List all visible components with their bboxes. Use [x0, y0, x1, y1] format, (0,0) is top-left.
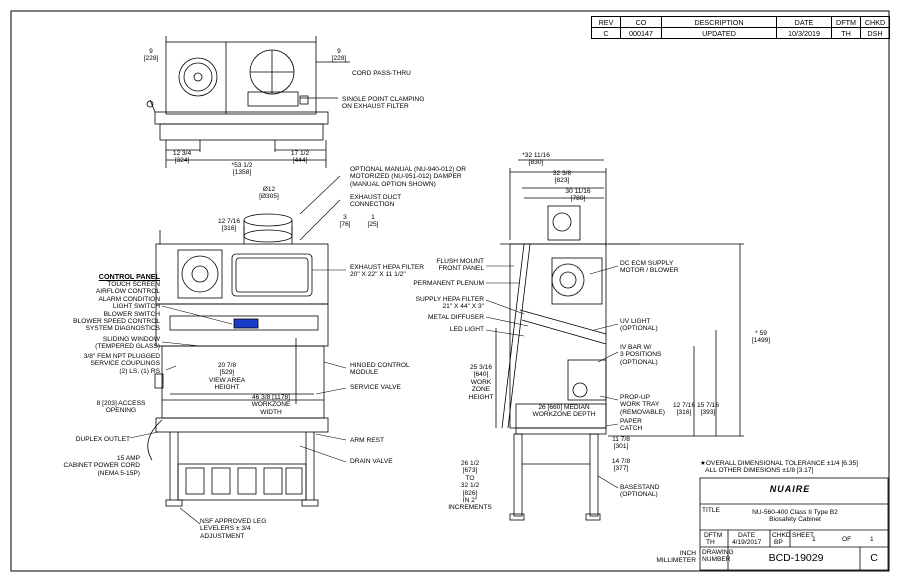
callout-cord-pass-thru: CORD PASS-THRU: [352, 70, 411, 77]
callout-duplex-outlet: DUPLEX OUTLET: [75, 436, 130, 443]
front-view: [147, 213, 329, 507]
rev-header-cell: DATE: [776, 16, 832, 28]
leader-lines: [129, 175, 619, 525]
drawing-number-label: DRAWING NUMBER: [702, 549, 734, 564]
drawing-number: BCD-19029: [768, 552, 824, 564]
top-dim-overall: *53 1/2 [1358]: [231, 162, 253, 177]
side-dim-workzone-height: 25 3/16 [640] WORK ZONE HEIGHT: [468, 364, 494, 401]
callout-leg-levelers: NSF APPROVED LEG LEVELERS ± 3/4 ADJUSTME…: [200, 518, 267, 540]
side-dim-c: 11 7/8 [301]: [612, 436, 630, 451]
title-block-lines: [699, 477, 889, 571]
callout-hinged-module: HINGED CONTROL MODULE: [350, 362, 410, 377]
rev-header-cell: DESCRIPTION: [661, 16, 777, 28]
callout-damper: OPTIONAL MANUAL (NU-940-012) OR MOTORIZE…: [350, 166, 467, 188]
rev-cell: 10/3/2019: [776, 27, 832, 39]
rev-header-cell: CHKD: [860, 16, 890, 28]
callout-service-couplings: 3/8" FEM NPT PLUGGED SERVICE COUPLINGS (…: [83, 353, 160, 375]
callout-power-cord: 15 AMP CABINET POWER CORD (NEMA 5-15P): [63, 455, 140, 477]
revision-table-row: C 000147 UPDATED 10/3/2019 TH DSH: [591, 27, 890, 39]
side-dim-depth-b: 32 3/8 [823]: [552, 170, 572, 185]
front-dim-diameter: Ø12 [Ø305]: [259, 186, 279, 201]
side-dim-a: 12 7/16 [316]: [673, 402, 695, 417]
revision-table-header: REV CO DESCRIPTION DATE DFTM CHKD: [591, 16, 890, 28]
callout-plenum: PERMANENT PLENUM: [413, 280, 484, 287]
front-dim-3: 3 [76]: [339, 214, 351, 229]
front-dim-1: 1 [25]: [367, 214, 379, 229]
side-dim-overall-height: * 59 [1499]: [751, 330, 771, 345]
dftm-label: DFTM: [704, 532, 723, 539]
callout-blower: DC ECM SUPPLY MOTOR / BLOWER: [620, 260, 679, 275]
callout-basestand: BASESTAND (OPTIONAL): [620, 484, 660, 499]
control-panel-title: CONTROL PANEL: [98, 272, 160, 281]
callout-arm-rest: ARM REST: [350, 437, 385, 444]
front-dim-view-area: 20 7/8 [529] VIEW AREA HEIGHT: [208, 362, 246, 392]
side-dim-b: 15 7/16 [393]: [697, 402, 719, 417]
front-dim-duct-height: 12 7/16 [316]: [218, 218, 240, 233]
of-label: OF: [842, 536, 852, 543]
side-dim-depth-c: 30 11/16 [780]: [565, 188, 591, 203]
chkd-value: BP: [774, 539, 783, 546]
side-view: [495, 159, 744, 521]
rev-cell: TH: [831, 27, 861, 39]
callout-sliding-window: SLIDING WINDOW (TEMPERED GLASS): [95, 336, 160, 351]
title-label: TITLE: [702, 507, 720, 514]
side-dim-overall-depth: *32 11/16 [830]: [522, 152, 550, 167]
front-dim-workzone-width: 46 3/8 [1178] WORKZONE WIDTH: [251, 394, 291, 416]
company-logo: NUAIRE: [769, 484, 811, 494]
callout-service-valve: SERVICE VALVE: [350, 384, 401, 391]
top-dim-left: 9 [228]: [143, 48, 159, 63]
units-label: INCH MILLIMETER: [656, 550, 696, 565]
rev-header-cell: REV: [591, 16, 621, 28]
callout-flush-panel: FLUSH MOUNT FRONT PANEL: [436, 258, 484, 273]
callout-work-tray: PROP-UP WORK TRAY (REMOVABLE): [620, 394, 665, 416]
of-value: 1: [870, 536, 874, 543]
sheet-value: 1: [812, 536, 816, 543]
callout-drain-valve: DRAIN VALVE: [350, 458, 393, 465]
rev-cell: UPDATED: [661, 27, 777, 39]
callout-single-point-clamping: SINGLE POINT CLAMPING ON EXHAUST FILTER: [342, 96, 425, 111]
rev-cell: C: [591, 27, 621, 39]
callout-led-light: LED LIGHT: [449, 326, 484, 333]
rev-header-cell: DFTM: [831, 16, 861, 28]
rev-header-cell: CO: [620, 16, 662, 28]
callout-paper-catch: PAPER CATCH: [620, 418, 643, 433]
dftm-value: TH: [706, 539, 715, 546]
rev-cell: DSH: [860, 27, 890, 39]
side-dim-d: 14 7/8 [377]: [611, 458, 631, 473]
callout-iv-bar: IV BAR W/ 3 POSITIONS (OPTIONAL): [620, 344, 662, 366]
date-label: DATE: [738, 532, 756, 539]
top-dim-a: 12 3/4 [324]: [172, 150, 192, 165]
callout-supply-hepa: SUPPLY HEPA FILTER 21" X 44" X 3": [415, 296, 484, 311]
callout-metal-diffuser: METAL DIFFUSER: [427, 314, 484, 321]
callout-uv-light: UV LIGHT (OPTIONAL): [620, 318, 658, 333]
top-view: [146, 36, 350, 168]
drawing-rev: C: [870, 552, 878, 564]
top-dim-b: 17 1/2 [444]: [290, 150, 310, 165]
date-value: 4/19/2017: [732, 539, 762, 546]
side-dim-median-depth: 26 [660] MEDIAN WORKZONE DEPTH: [532, 404, 596, 419]
callout-exhaust-duct: EXHAUST DUCT CONNECTION: [350, 194, 402, 209]
side-dim-base-height: 26 1/2 [673] TO 32 1/2 [826] IN 2" INCRE…: [448, 460, 492, 512]
top-dim-right: 9 [228]: [331, 48, 347, 63]
control-panel-items: TOUCH SCREEN AIRFLOW CONTROL ALARM CONDI…: [73, 281, 160, 333]
chkd-label: CHKD: [772, 532, 791, 539]
tolerance-notes: ★OVERALL DIMENSIONAL TOLERANCE ±1/4 [6.3…: [700, 460, 858, 475]
front-dim-access-opening: 8 [203] ACCESS OPENING: [96, 400, 146, 415]
drawing-title: NU-560-400 Class II Type B2 Biosafety Ca…: [752, 509, 838, 524]
revision-table: REV CO DESCRIPTION DATE DFTM CHKD C 0001…: [591, 16, 890, 39]
rev-cell: 000147: [620, 27, 662, 39]
sheet-label: SHEET: [792, 532, 814, 539]
callout-exhaust-hepa: EXHAUST HEPA FILTER 20" X 22" X 11 1/2": [350, 264, 425, 279]
